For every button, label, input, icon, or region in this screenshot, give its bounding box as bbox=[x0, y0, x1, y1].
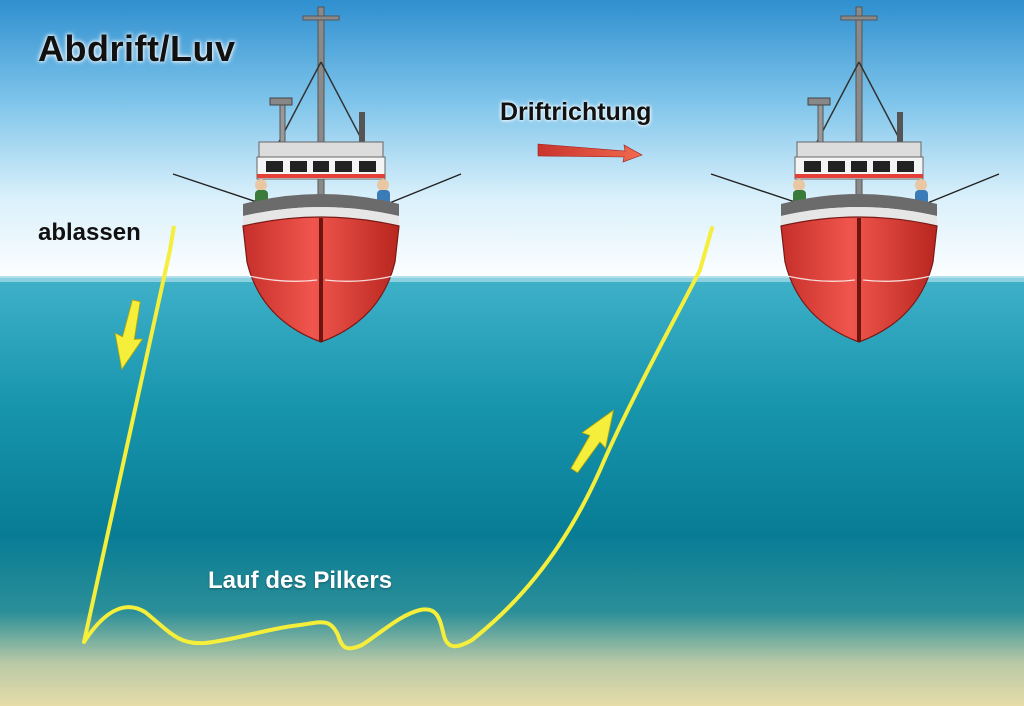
arrow-down-icon bbox=[114, 299, 144, 371]
arrow-up-icon bbox=[570, 409, 615, 474]
water bbox=[0, 278, 1024, 706]
water-surface-line bbox=[0, 276, 1024, 282]
jig-path-line bbox=[82, 226, 714, 651]
lower-label: ablassen bbox=[38, 219, 141, 246]
drift-direction-label: Driftrichtung bbox=[500, 98, 652, 126]
jig-path-label: Lauf des Pilkers bbox=[208, 567, 393, 594]
fishing-line-down bbox=[82, 225, 176, 643]
diagram-title: Abdrift/Luv bbox=[38, 28, 236, 69]
arrow-right-icon bbox=[537, 143, 643, 163]
